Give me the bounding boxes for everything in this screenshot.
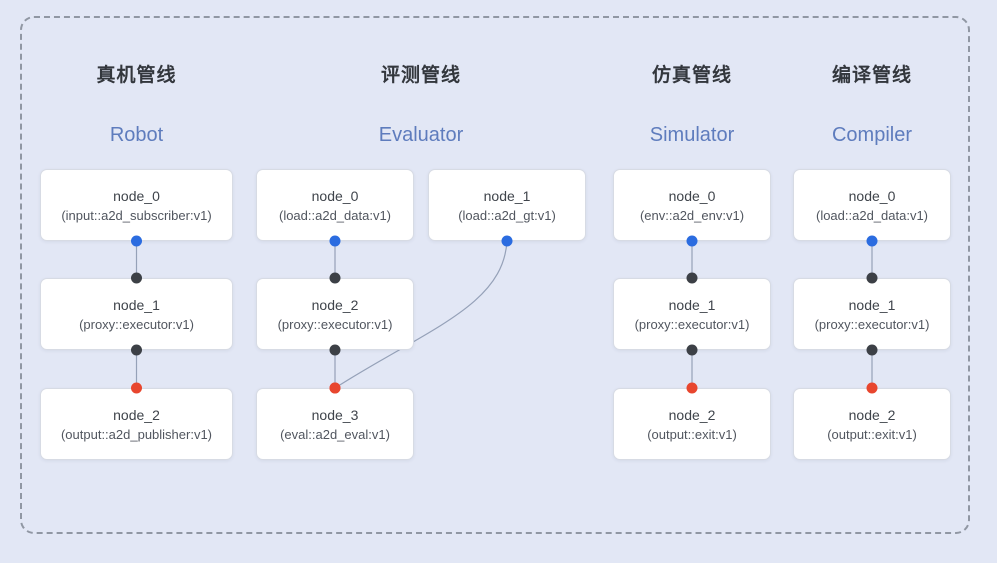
node-simulator-2[interactable]: node_2 (output::exit:v1) — [613, 388, 771, 460]
node-type: (output::a2d_publisher:v1) — [60, 426, 213, 442]
node-name: node_1 — [113, 296, 160, 313]
node-name: node_0 — [848, 187, 896, 204]
node-name: node_2 — [311, 296, 359, 313]
node-type: (load::a2d_gt:v1) — [458, 207, 556, 223]
node-name: node_2 — [668, 406, 716, 423]
node-compiler-0[interactable]: node_0 (load::a2d_data:v1) — [793, 169, 951, 241]
node-evaluator-0[interactable]: node_0 (load::a2d_data:v1) — [256, 169, 414, 241]
pipeline-title-zh-compiler: 编译管线 — [831, 65, 912, 86]
node-name: node_1 — [483, 187, 531, 204]
node-simulator-1[interactable]: node_1 (proxy::executor:v1) — [613, 278, 771, 350]
node-name: node_1 — [848, 296, 896, 313]
pipeline-title-en-compiler: Compiler — [831, 124, 913, 146]
pipeline-title-en-simulator: Simulator — [649, 124, 735, 146]
node-compiler-2[interactable]: node_2 (output::exit:v1) — [793, 388, 951, 460]
node-name: node_0 — [668, 187, 716, 204]
pipeline-title-en-evaluator: Evaluator — [378, 124, 464, 146]
node-name: node_2 — [848, 406, 896, 423]
node-evaluator-3[interactable]: node_3 (eval::a2d_eval:v1) — [256, 388, 414, 460]
node-name: node_1 — [668, 296, 716, 313]
dashed-frame — [20, 16, 970, 534]
pipeline-header-compiler: 编译管线 Compiler — [793, 63, 951, 148]
node-type: (load::a2d_data:v1) — [815, 207, 929, 223]
node-name: node_3 — [311, 406, 359, 423]
node-type: (output::exit:v1) — [827, 426, 917, 442]
node-type: (eval::a2d_eval:v1) — [280, 426, 390, 442]
node-name: node_2 — [113, 406, 160, 423]
node-name: node_0 — [113, 187, 160, 204]
node-type: (proxy::executor:v1) — [79, 316, 194, 332]
node-type: (input::a2d_subscriber:v1) — [61, 207, 212, 223]
pipeline-header-robot: 真机管线 Robot — [40, 63, 233, 148]
pipeline-title-en-robot: Robot — [109, 124, 164, 146]
pipeline-header-simulator: 仿真管线 Simulator — [613, 63, 771, 148]
node-type: (env::a2d_env:v1) — [639, 207, 745, 223]
node-simulator-0[interactable]: node_0 (env::a2d_env:v1) — [613, 169, 771, 241]
node-type: (proxy::executor:v1) — [277, 316, 393, 332]
pipeline-title-zh-simulator: 仿真管线 — [651, 65, 732, 86]
node-robot-1[interactable]: node_1 (proxy::executor:v1) — [40, 278, 233, 350]
node-type: (output::exit:v1) — [647, 426, 737, 442]
pipeline-header-evaluator: 评测管线 Evaluator — [256, 63, 586, 148]
pipeline-title-zh-robot: 真机管线 — [96, 65, 177, 86]
node-robot-0[interactable]: node_0 (input::a2d_subscriber:v1) — [40, 169, 233, 241]
node-type: (proxy::executor:v1) — [634, 316, 750, 332]
node-type: (proxy::executor:v1) — [814, 316, 930, 332]
node-type: (load::a2d_data:v1) — [278, 207, 392, 223]
node-robot-2[interactable]: node_2 (output::a2d_publisher:v1) — [40, 388, 233, 460]
node-name: node_0 — [311, 187, 359, 204]
node-evaluator-2[interactable]: node_2 (proxy::executor:v1) — [256, 278, 414, 350]
node-evaluator-1[interactable]: node_1 (load::a2d_gt:v1) — [428, 169, 586, 241]
pipeline-title-zh-evaluator: 评测管线 — [380, 65, 461, 86]
node-compiler-1[interactable]: node_1 (proxy::executor:v1) — [793, 278, 951, 350]
